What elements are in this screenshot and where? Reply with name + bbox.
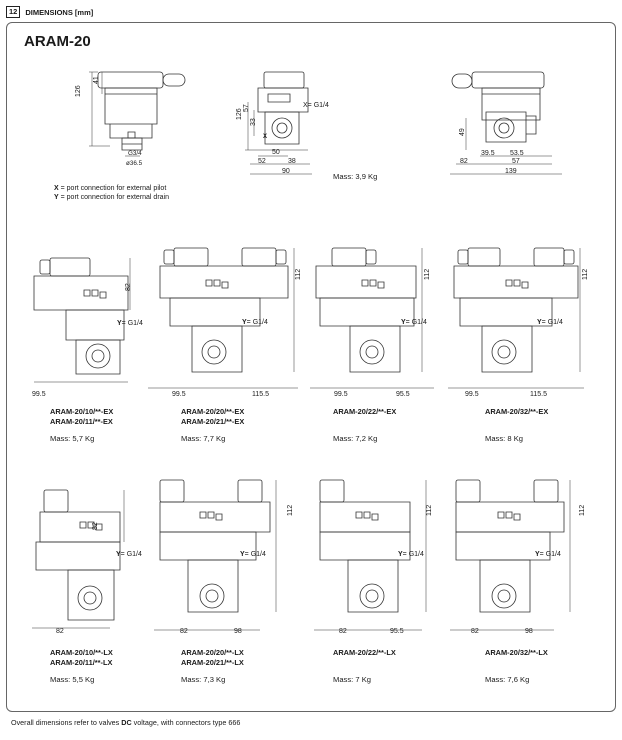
ex1-h: 82 <box>125 283 132 291</box>
top-view-rear-drawing <box>440 60 570 185</box>
ex3-w2: 95.5 <box>396 391 410 398</box>
lx2-yport: Y= G1/4 <box>240 551 266 558</box>
lx3-mass: Mass: 7 Kg <box>333 675 371 684</box>
model-title: ARAM-20 <box>24 33 91 50</box>
top-view-front-drawing <box>240 60 340 185</box>
drawing-frame <box>6 22 616 712</box>
ex1-w1: 99.5 <box>32 391 46 398</box>
ex4-h: 112 <box>582 268 589 280</box>
dim-82: 82 <box>460 158 468 165</box>
dim-38: 38 <box>288 158 296 165</box>
lx3-yport: Y= G1/4 <box>398 551 424 558</box>
ex3-yport: Y= G1/4 <box>401 319 427 326</box>
lx3-w1: 82 <box>339 628 347 635</box>
dim-57: 57 <box>243 104 250 112</box>
dim-535: 53.5 <box>510 150 524 157</box>
dim-g34: G3/4 <box>128 150 142 157</box>
dim-49: 49 <box>459 128 466 136</box>
ex4-name: ARAM-20/32/**-EX <box>485 407 549 416</box>
ex3-mass: Mass: 7,2 Kg <box>333 434 378 443</box>
ex4-yport: Y= G1/4 <box>537 319 563 326</box>
ex2-h: 112 <box>295 268 302 280</box>
dim-33: 33 <box>250 118 257 126</box>
lx2-h: 112 <box>287 504 294 516</box>
ex3-drawing <box>310 242 445 397</box>
lx4-w2: 98 <box>525 628 533 635</box>
lx2-w1: 82 <box>180 628 188 635</box>
lx1-yport: Y= G1/4 <box>116 551 142 558</box>
dim-90: 90 <box>282 168 290 175</box>
ex2-yport: Y= G1/4 <box>242 319 268 326</box>
dim-126: 126 <box>75 85 82 97</box>
ex4-mass: Mass: 8 Kg <box>485 434 523 443</box>
ex2-drawing <box>148 242 308 397</box>
lx4-mass: Mass: 7,6 Kg <box>485 675 530 684</box>
lx4-h: 112 <box>579 504 586 516</box>
ex4-w1: 99.5 <box>465 391 479 398</box>
lx4-yport: Y= G1/4 <box>535 551 561 558</box>
top-mass: Mass: 3,9 Kg <box>333 172 378 181</box>
footer-note: Overall dimensions refer to valves DC vo… <box>11 718 241 727</box>
lx3-name: ARAM-20/22/**-LX <box>333 648 396 657</box>
lx2-w2: 98 <box>234 628 242 635</box>
dim-41: 41 <box>93 76 100 84</box>
x-mark: X <box>263 134 268 140</box>
ex1-drawing <box>22 252 147 392</box>
lx4-name: ARAM-20/32/**-LX <box>485 648 548 657</box>
dim-50: 50 <box>272 149 280 156</box>
ex2-w1: 99.5 <box>172 391 186 398</box>
top-view-side-drawing <box>80 60 190 175</box>
ex4-drawing <box>448 242 593 397</box>
ex2-w2: 115.5 <box>252 391 269 398</box>
dim-139: 139 <box>505 168 517 175</box>
ex1-yport: Y= G1/4 <box>117 320 143 327</box>
lx3-h: 112 <box>426 504 433 516</box>
x-port-label: X= G1/4 <box>303 102 329 109</box>
dim-d365: ø36.5 <box>126 160 143 167</box>
ex2-mass: Mass: 7,7 Kg <box>181 434 226 443</box>
ex1-mass: Mass: 5,7 Kg <box>50 434 95 443</box>
section-number: 12 <box>6 6 21 18</box>
lx4-drawing <box>448 476 588 636</box>
port-legend: X = port connection for external pilot Y… <box>54 184 169 202</box>
dim-52: 52 <box>258 158 266 165</box>
ex3-name: ARAM-20/22/**-EX <box>333 407 397 416</box>
section-header: 12 DIMENSIONS [mm] <box>6 6 93 18</box>
lx1-w1: 82 <box>56 628 64 635</box>
lx4-w1: 82 <box>471 628 479 635</box>
lx3-w2: 95.5 <box>390 628 404 635</box>
dim-395: 39.5 <box>481 150 495 157</box>
ex4-w2: 115.5 <box>530 391 547 398</box>
section-title: DIMENSIONS [mm] <box>25 7 94 17</box>
lx1-h: 82 <box>92 522 99 530</box>
lx1-mass: Mass: 5,5 Kg <box>50 675 95 684</box>
lx3-drawing <box>310 476 445 636</box>
ex3-h: 112 <box>424 268 431 280</box>
lx1-drawing <box>28 486 133 636</box>
ex3-w1: 99.5 <box>334 391 348 398</box>
legend-x: X = port connection for external pilot <box>54 185 167 192</box>
legend-y: Y = port connection for external drain <box>54 194 169 201</box>
lx2-mass: Mass: 7,3 Kg <box>181 675 226 684</box>
lx2-drawing <box>150 476 300 636</box>
dim-57b: 57 <box>512 158 520 165</box>
